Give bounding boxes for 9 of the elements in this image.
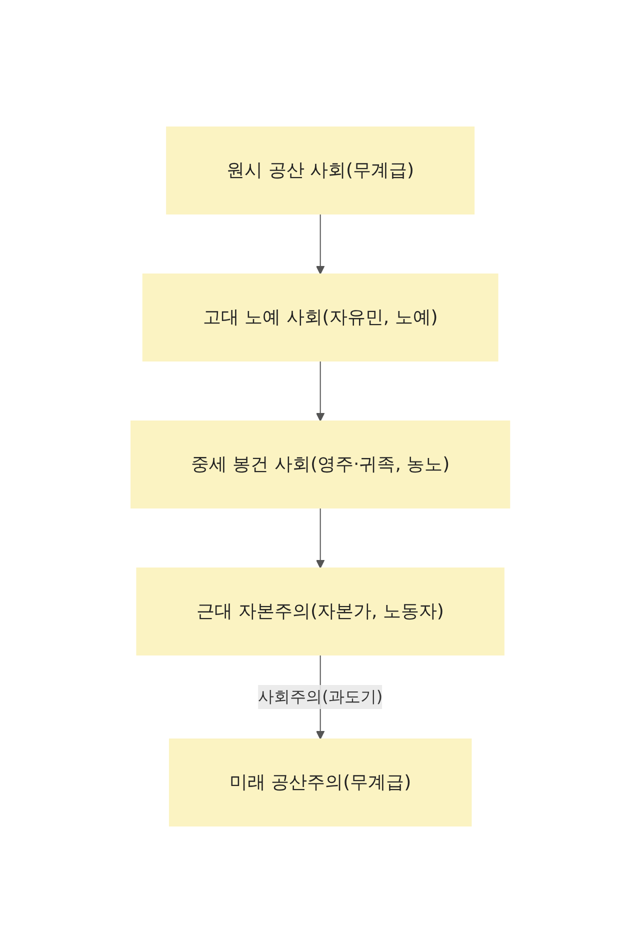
arrow <box>316 360 324 421</box>
edge-label: 사회주의(과도기) <box>258 686 382 706</box>
arrow <box>316 507 324 568</box>
arrow <box>316 213 324 274</box>
node-box: 원시 공산 사회(무계급) <box>166 126 474 214</box>
node-box: 미래 공산주의(무계급) <box>168 738 472 826</box>
node-box: 근대 자본주의(자본가, 노동자) <box>136 567 504 655</box>
node-box: 중세 봉건 사회(영주·귀족, 농노) <box>130 420 510 508</box>
node-box: 고대 노예 사회(자유민, 노예) <box>142 273 498 361</box>
